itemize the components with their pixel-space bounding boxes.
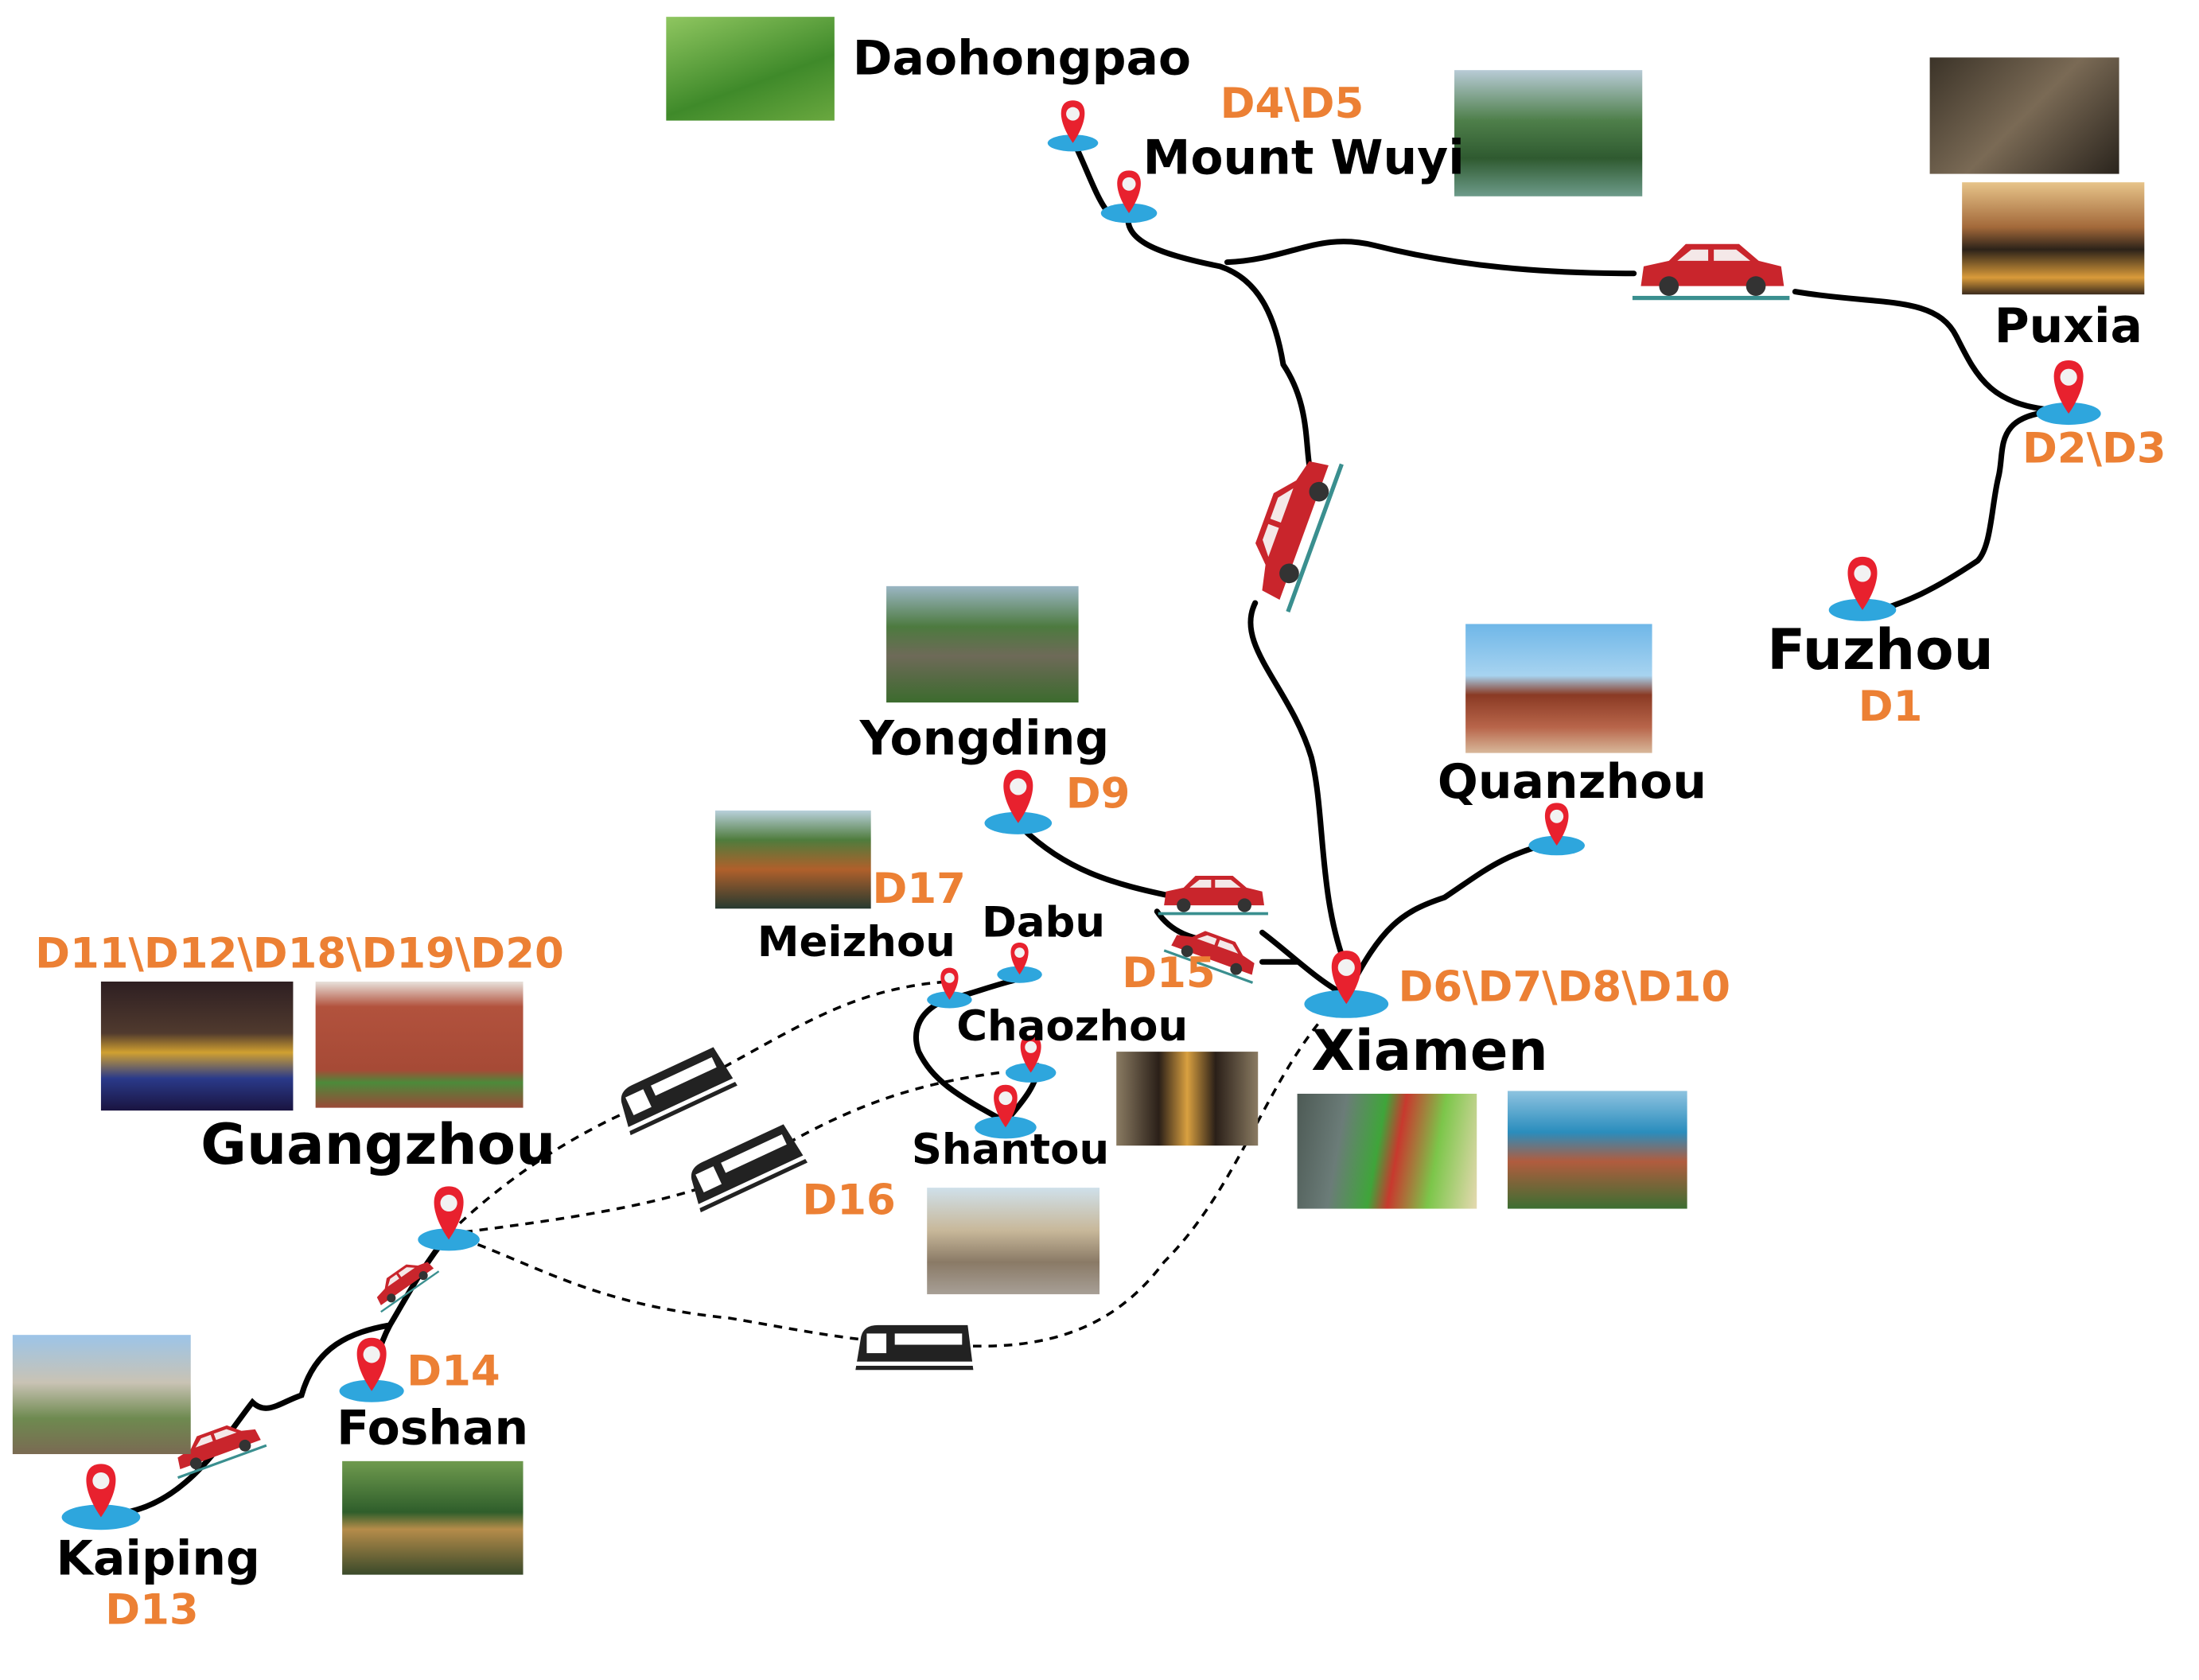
photo-xiamen-gulangyu — [1508, 1091, 1687, 1209]
photo-foshan-garden — [342, 1460, 523, 1575]
day-label-kaiping: D13 — [105, 1585, 199, 1635]
photo-meizhou-lake — [715, 810, 871, 909]
train-icon — [611, 1044, 738, 1136]
photo-kaiping-diaolou — [12, 1335, 191, 1455]
map-pin-icon — [1047, 100, 1099, 152]
place-name-shantou: Shantou — [911, 1126, 1110, 1176]
map-pin-icon — [2036, 360, 2101, 426]
place-name-fuzhou: Fuzhou — [1767, 618, 1994, 683]
place-name-xiamen: Xiamen — [1311, 1019, 1548, 1084]
day-label-wuyi: D4\D5 — [1220, 80, 1364, 130]
train-icon — [855, 1324, 974, 1371]
photo-daohongpao — [666, 17, 835, 121]
car-icon — [1237, 445, 1344, 612]
day-label-puxia: D2\D3 — [2022, 425, 2166, 474]
map-pin-icon — [1100, 170, 1158, 224]
map-pin-icon — [927, 967, 972, 1009]
map-pin-icon — [997, 942, 1042, 983]
place-name-chaozhou: Chaozhou — [956, 1002, 1189, 1052]
photo-chaozhou-street — [1116, 1052, 1259, 1146]
map-pin-icon — [975, 1084, 1037, 1139]
day-label-meizhou: D17 — [872, 865, 966, 915]
train-icon — [681, 1122, 808, 1213]
photo-shantou-square — [927, 1188, 1100, 1295]
place-name-yongding: Yongding — [859, 710, 1110, 768]
day-label-yongding: D9 — [1065, 769, 1131, 819]
day-label-shantou: D16 — [802, 1176, 896, 1226]
photo-quanzhou-temple — [1465, 624, 1652, 753]
map-pin-icon — [984, 769, 1053, 834]
place-name-wuyi: Mount Wuyi — [1142, 130, 1465, 187]
day-label-fuzhou: D1 — [1858, 682, 1923, 733]
day-label-chaozhou: D15 — [1122, 949, 1216, 999]
place-name-quanzhou: Quanzhou — [1437, 754, 1707, 811]
day-label-foshan: D14 — [407, 1348, 500, 1397]
photo-puxia-sunset — [1962, 182, 2145, 295]
day-label-xiamen: D6\D7\D8\D10 — [1398, 963, 1731, 1013]
map-pin-icon — [1304, 951, 1389, 1018]
photo-mount-wuyi — [1454, 70, 1643, 196]
photo-xiamen-road — [1297, 1093, 1477, 1209]
place-name-dabu: Dabu — [981, 898, 1106, 948]
day-label-guangzhou: D11\D12\D18\D19\D20 — [35, 929, 564, 979]
car-icon — [1632, 243, 1790, 301]
map-pin-icon — [339, 1337, 404, 1402]
drive-routes — [102, 137, 2065, 1518]
photo-yongding-tulou — [886, 585, 1079, 703]
place-name-puxia: Puxia — [1994, 298, 2143, 355]
place-name-kaiping: Kaiping — [56, 1530, 260, 1588]
car-icon — [1158, 876, 1268, 916]
map-pin-icon — [1828, 556, 1897, 621]
photo-puxia-village — [1929, 57, 2119, 174]
place-name-guangzhou: Guangzhou — [200, 1113, 556, 1178]
map-pin-icon — [61, 1464, 141, 1530]
photo-guangzhou-night — [100, 981, 294, 1111]
map-pin-icon — [1005, 1035, 1057, 1083]
place-name-foshan: Foshan — [337, 1401, 529, 1457]
place-name-meizhou: Meizhou — [757, 918, 955, 968]
photo-guangzhou-museum — [315, 981, 523, 1108]
map-pin-icon — [1528, 803, 1585, 856]
place-name-daohongpao: Daohongpao — [852, 30, 1192, 88]
map-pin-icon — [418, 1186, 480, 1251]
